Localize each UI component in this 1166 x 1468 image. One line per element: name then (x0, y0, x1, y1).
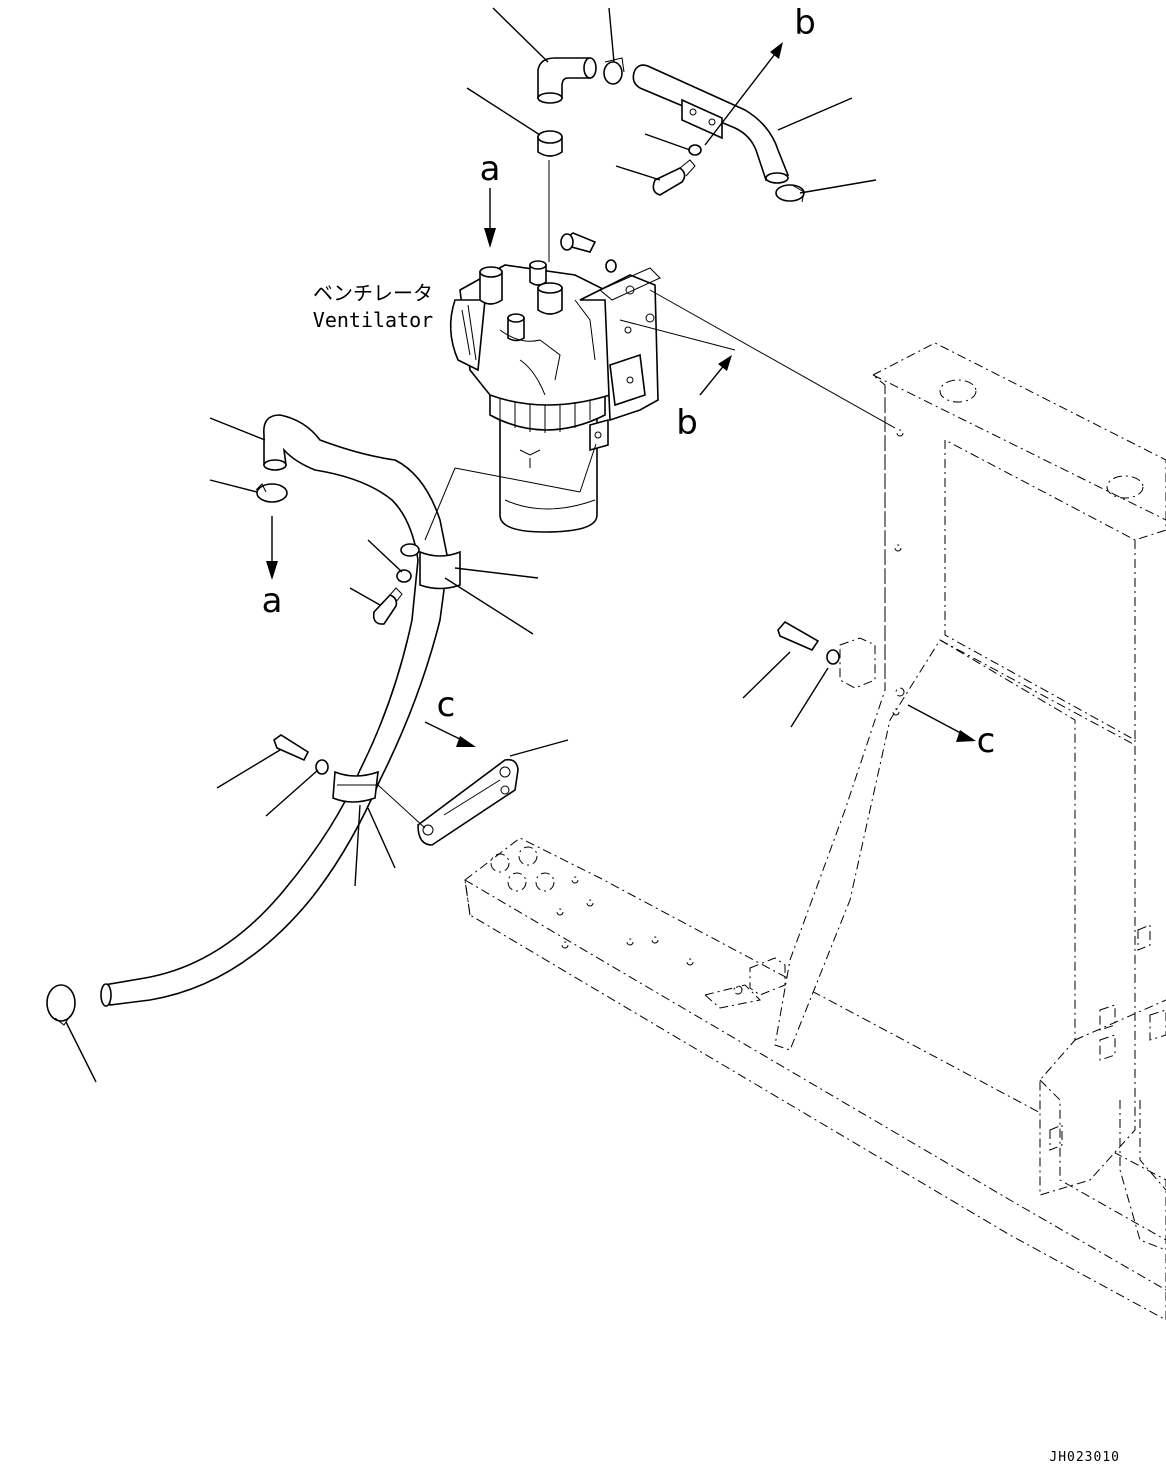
drain-hose (46, 414, 840, 1026)
ventilator-label-japanese: ベンチレータ (313, 281, 433, 305)
ventilator-assembly (449, 260, 661, 533)
callout-b-top: b (794, 3, 816, 43)
callout-c-right: c (977, 721, 996, 761)
drawing-code: JH023010 (1049, 1450, 1120, 1465)
machine-frame (464, 342, 1166, 1321)
upper-hoses (537, 57, 805, 273)
callout-a-top: a (480, 149, 501, 189)
ventilator-label-english: Ventilator (313, 308, 433, 332)
callout-b-side: b (676, 403, 698, 443)
leader-lines (65, 7, 976, 1083)
callout-c-left: c (437, 685, 456, 725)
callout-a-bottom: a (262, 581, 283, 621)
